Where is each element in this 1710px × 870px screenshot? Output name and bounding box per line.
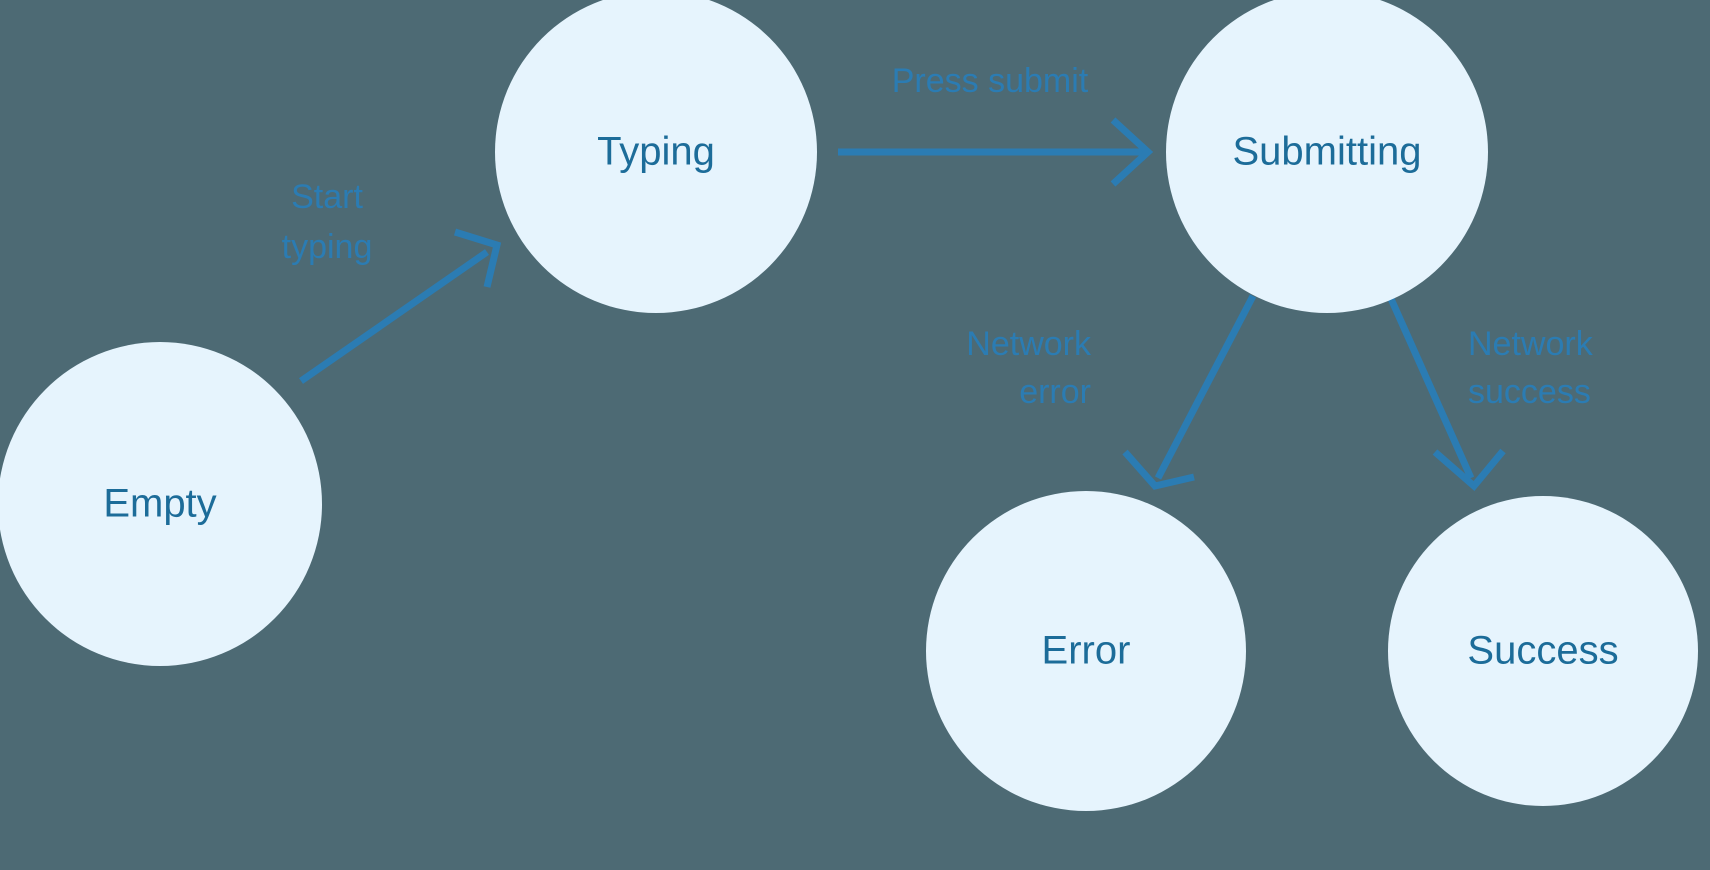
state-node-empty-label: Empty: [103, 482, 216, 526]
edge-label-typing-to-submitting: Press submit: [892, 62, 1089, 100]
edge-label-empty-to-typing: Start typing: [282, 178, 373, 266]
edge-line-submitting-to-success: [1384, 290, 1475, 480]
edge-label-line-1: Network: [1468, 325, 1594, 363]
edge-label-line-2: success: [1468, 373, 1591, 411]
state-node-submitting-label: Submitting: [1233, 130, 1422, 174]
edge-arrowhead-submitting-to-error: [1122, 449, 1195, 490]
edge-label-submitting-to-error: Network error: [966, 325, 1092, 411]
edge-submitting-to-error: [1122, 294, 1257, 490]
state-node-typing-label: Typing: [597, 130, 715, 174]
state-node-success-label: Success: [1467, 629, 1618, 673]
edge-submitting-to-success: [1384, 290, 1506, 491]
edge-label-line-2: typing: [282, 228, 373, 266]
state-node-submitting[interactable]: Submitting: [1166, 0, 1488, 313]
state-node-typing-circle[interactable]: [495, 0, 817, 313]
state-node-error-circle[interactable]: [926, 491, 1246, 811]
state-node-submitting-circle[interactable]: [1166, 0, 1488, 313]
state-node-success-circle[interactable]: [1388, 496, 1698, 806]
state-node-typing[interactable]: Typing: [495, 0, 817, 313]
state-node-success[interactable]: Success: [1388, 496, 1698, 806]
edge-label-submitting-to-success: Network success: [1468, 325, 1594, 411]
edge-label-line-2: error: [1019, 373, 1091, 411]
edge-label-line-1: Press submit: [892, 62, 1089, 100]
edge-arrowhead-submitting-to-success: [1432, 448, 1506, 491]
state-node-empty[interactable]: Empty: [0, 342, 322, 666]
state-node-empty-circle[interactable]: [0, 342, 322, 666]
edge-line-submitting-to-error: [1154, 294, 1257, 480]
edge-line-empty-to-typing: [299, 249, 489, 384]
edge-arrowhead-typing-to-submitting: [1110, 117, 1154, 187]
edge-label-line-1: Network: [966, 325, 1092, 363]
edge-arrowhead-empty-to-typing: [453, 228, 502, 288]
state-node-error[interactable]: Error: [926, 491, 1246, 811]
edge-typing-to-submitting: [838, 117, 1154, 187]
edge-label-line-1: Start: [291, 178, 363, 216]
edge-empty-to-typing: [299, 228, 502, 384]
state-node-error-label: Error: [1042, 629, 1131, 673]
